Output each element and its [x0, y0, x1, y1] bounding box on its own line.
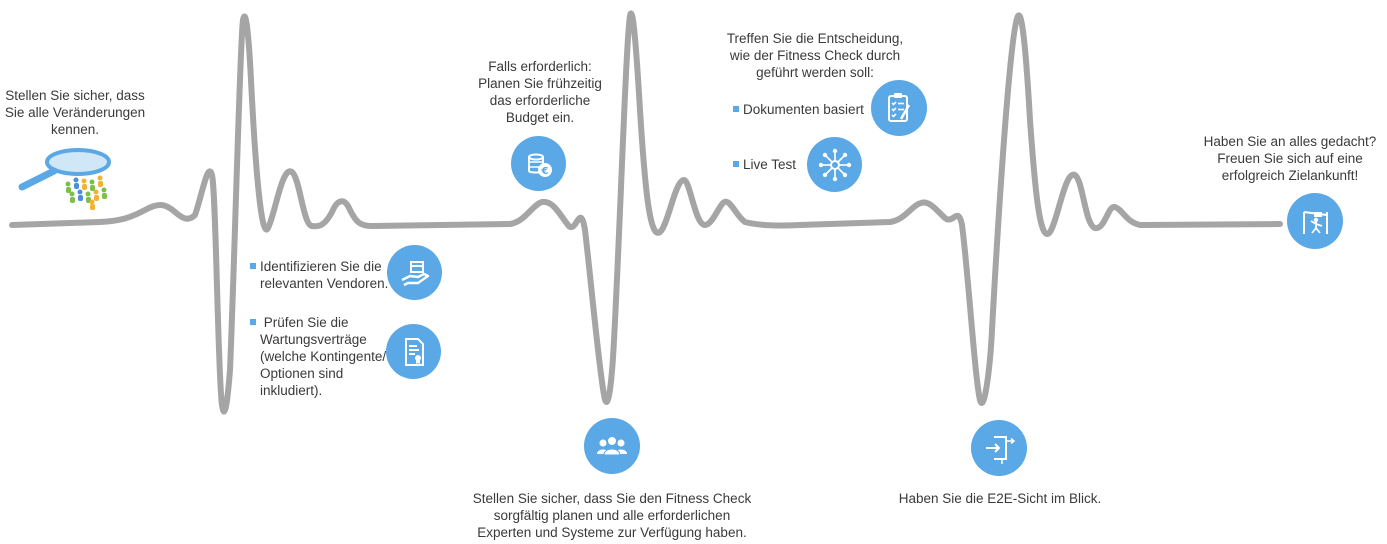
svg-text:€: €: [540, 166, 548, 177]
step6-line: Haben Sie die E2E-Sicht im Blick.: [898, 491, 1102, 506]
step2-bullet-vendors: Identifizieren Sie die relevanten Vendor…: [250, 258, 390, 292]
step2-bullet2-line: Optionen sind: [260, 366, 344, 381]
bullet-square-icon: [250, 263, 256, 270]
step2-bullet2-line: inkludiert).: [260, 383, 323, 398]
step2-bullet1-line: Identifizieren Sie die: [260, 259, 382, 274]
step5-bullet-documents: Dokumenten basiert: [733, 101, 864, 118]
step2-bullet-contracts: Prüfen Sie die Wartungsverträge (welche …: [250, 314, 390, 399]
step7-text: Haben Sie an alles gedacht? Freuen Sie s…: [1195, 133, 1385, 184]
step5-bullet1-label: Dokumenten basiert: [743, 102, 864, 117]
step3-line: Falls erforderlich:: [488, 59, 592, 74]
step6-text: Haben Sie die E2E-Sicht im Blick.: [880, 490, 1120, 507]
finish-line-icon: [1287, 193, 1343, 249]
step3-line: das erforderliche: [489, 93, 591, 108]
step4-line: sorgfältig planen und alle erforderliche…: [493, 508, 731, 523]
step4-text: Stellen Sie sicher, dass Sie den Fitness…: [462, 490, 762, 541]
bullet-square-icon: [733, 161, 739, 168]
step1-line: Stellen Sie sicher, dass: [5, 88, 145, 103]
step5-bullet2-label: Live Test: [743, 157, 797, 172]
step1-line: Sie alle Veränderungen: [4, 105, 146, 120]
step2-bullet2-line: Wartungsverträge: [260, 332, 367, 347]
step2-bullet2-line: (welche Kontingente/: [260, 349, 387, 364]
step5-line: geführt werden soll:: [756, 65, 874, 80]
step2-bullet1-line: relevanten Vendoren.: [260, 276, 389, 291]
step4-line: Experten und Systeme zur Verfügung haben…: [477, 525, 747, 540]
step1-line: kennen.: [50, 122, 100, 137]
step2-bullet2-line: Prüfen Sie die: [263, 315, 349, 330]
step7-line: Freuen Sie sich auf eine: [1217, 151, 1363, 166]
step7-line: erfolgreich Zielankunft!: [1221, 168, 1359, 183]
e2e-arrows-icon: [971, 420, 1027, 476]
hand-box-icon: [387, 245, 442, 300]
step7-line: Haben Sie an alles gedacht?: [1203, 134, 1377, 149]
team-icon: [584, 418, 640, 474]
step3-line: Planen Sie frühzeitig: [478, 76, 602, 91]
step4-line: Stellen Sie sicher, dass Sie den Fitness…: [472, 491, 752, 506]
step5-bullet-livetest: Live Test: [733, 156, 796, 173]
step1-text: Stellen Sie sicher, dass Sie alle Veränd…: [0, 87, 150, 138]
step5-line: wie der Fitness Check durch: [729, 48, 901, 63]
step5-line: Treffen Sie die Entscheidung,: [726, 31, 904, 46]
coins-euro-icon: €: [511, 136, 566, 191]
step3-text: Falls erforderlich: Planen Sie frühzeiti…: [460, 58, 620, 126]
bullet-square-icon: [733, 106, 739, 113]
contract-icon: [386, 324, 441, 379]
checklist-icon: [871, 80, 927, 136]
step5-text: Treffen Sie die Entscheidung, wie der Fi…: [715, 30, 915, 81]
step3-line: Budget ein.: [505, 110, 575, 125]
bullet-square-icon: [250, 319, 256, 326]
magnifier-people-icon: [18, 148, 111, 210]
network-icon: [807, 137, 862, 192]
